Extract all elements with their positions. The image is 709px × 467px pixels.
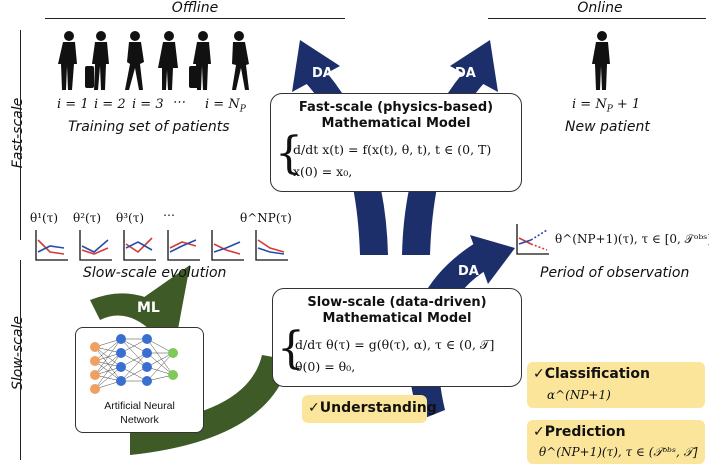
understanding-box: ✓Understanding bbox=[302, 395, 437, 423]
fast-box-brace: { bbox=[275, 128, 303, 179]
theta-np-label: θ^NP(τ) bbox=[240, 211, 292, 225]
prediction-value: θ^(NP+1)(τ), τ ∈ (𝒯ᵒᵇˢ, 𝒯] bbox=[539, 445, 698, 459]
theta-ellipsis: ⋯ bbox=[163, 208, 175, 222]
slow-box-title-2: Mathematical Model bbox=[322, 311, 472, 326]
da-arrow-left-head bbox=[292, 40, 340, 92]
understanding-label: ✓Understanding bbox=[308, 400, 437, 416]
da-label-left: DA bbox=[312, 66, 333, 81]
ann-label-line-1: Artificial Neural bbox=[104, 400, 175, 412]
theta-2-label: θ²(τ) bbox=[73, 211, 102, 225]
theta-3-label: θ³(τ) bbox=[116, 211, 145, 225]
offline-header: Offline bbox=[171, 0, 219, 16]
classification-label: ✓Classification bbox=[533, 366, 650, 382]
patient-silhouette-4 bbox=[158, 31, 178, 90]
prediction-label: ✓Prediction bbox=[533, 424, 626, 440]
slow-box-title-1: Slow-scale (data-driven) bbox=[307, 295, 487, 310]
slow-box-brace: { bbox=[277, 323, 305, 374]
patient-silhouette-2 bbox=[85, 31, 109, 90]
mini-chart-5 bbox=[211, 230, 244, 261]
slow-scale-rule bbox=[20, 260, 21, 460]
observation-label: θ^(NP+1)(τ), τ ∈ [0, 𝒯ᵒᵇˢ] bbox=[555, 232, 709, 246]
ann-label-line-2: Network bbox=[120, 414, 159, 426]
new-patient-index: i = NP + 1 bbox=[572, 97, 641, 115]
patient-index-np: i = NP bbox=[205, 97, 246, 115]
fast-scale-model-box: Fast-scale (physics-based) Mathematical … bbox=[270, 93, 522, 192]
patient-silhouette-5 bbox=[189, 31, 211, 90]
classification-box: ✓Classification α^(NP+1) bbox=[527, 362, 705, 408]
classification-value: α^(NP+1) bbox=[547, 388, 611, 402]
training-caption: Training set of patients bbox=[68, 119, 230, 135]
patient-silhouette-6 bbox=[232, 31, 249, 90]
theta-1-label: θ¹(τ) bbox=[30, 211, 59, 225]
mini-chart-3 bbox=[123, 230, 156, 261]
da-label-slow: DA bbox=[458, 264, 479, 279]
fast-box-title-2: Mathematical Model bbox=[321, 116, 471, 131]
training-silhouettes bbox=[58, 31, 249, 90]
online-header-rule bbox=[488, 18, 706, 19]
prediction-box: ✓Prediction θ^(NP+1)(τ), τ ∈ (𝒯ᵒᵇˢ, 𝒯] bbox=[527, 420, 705, 464]
observation-caption: Period of observation bbox=[540, 265, 690, 281]
ml-arrow-head bbox=[140, 265, 190, 345]
patient-index-1: i = 1 bbox=[57, 97, 89, 112]
ml-label: ML bbox=[137, 300, 160, 316]
patient-silhouette-3 bbox=[125, 31, 144, 90]
offline-header-rule bbox=[45, 18, 345, 19]
mini-chart-2 bbox=[79, 230, 112, 261]
new-patient-silhouette bbox=[592, 31, 610, 90]
patient-silhouette-1 bbox=[58, 31, 77, 90]
da-arrow-right-head bbox=[450, 40, 498, 92]
online-header: Online bbox=[577, 0, 623, 16]
new-patient-caption: New patient bbox=[565, 119, 650, 135]
ann-box: Artificial Neural Network bbox=[75, 327, 204, 433]
fast-box-equation-2: x(0) = x₀, bbox=[293, 164, 353, 179]
mini-chart-1 bbox=[35, 230, 68, 261]
fast-scale-rule bbox=[20, 30, 21, 240]
slow-box-equation-2: θ(0) = θ₀, bbox=[295, 359, 356, 374]
evolution-caption: Slow-scale evolution bbox=[83, 265, 227, 281]
patient-index-ellipsis: ⋯ bbox=[172, 95, 185, 110]
da-label-right: DA bbox=[455, 66, 476, 81]
mini-chart-4 bbox=[167, 230, 200, 261]
evolution-mini-charts bbox=[35, 230, 288, 261]
da-arrow-slow-head bbox=[470, 235, 515, 284]
patient-index-2: i = 2 bbox=[94, 97, 126, 112]
mini-chart-6 bbox=[255, 230, 288, 261]
patient-index-3: i = 3 bbox=[132, 97, 164, 112]
fast-box-title-1: Fast-scale (physics-based) bbox=[298, 100, 494, 115]
observation-chart bbox=[516, 224, 549, 255]
fast-box-equation-1: d/dt x(t) = f(x(t), θ, t), t ∈ (0, T) bbox=[293, 142, 492, 157]
slow-box-equation-1: d/dτ θ(τ) = g(θ(τ), α), τ ∈ (0, 𝒯] bbox=[295, 337, 495, 352]
ann-diagram bbox=[90, 334, 178, 394]
slow-scale-model-box: Slow-scale (data-driven) Mathematical Mo… bbox=[272, 288, 522, 387]
